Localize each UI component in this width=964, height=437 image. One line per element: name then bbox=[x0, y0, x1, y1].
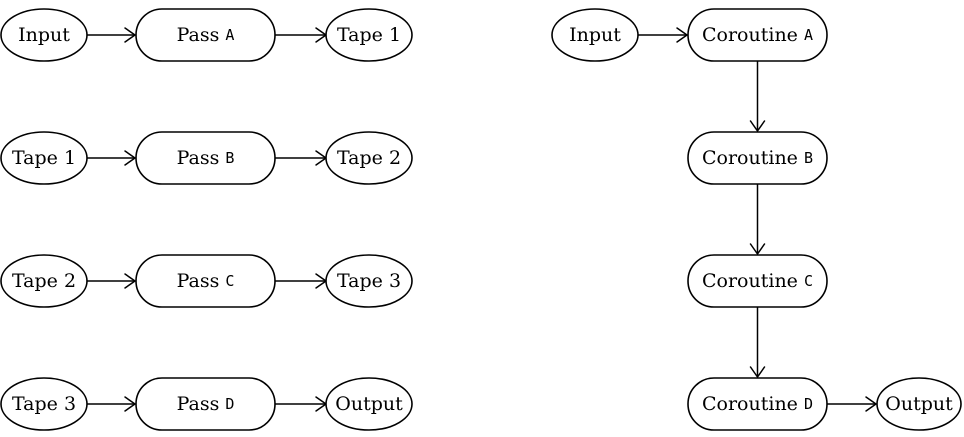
left-row-1-target-node bbox=[325, 8, 413, 62]
coroutine-d-label: Coroutine D bbox=[702, 393, 813, 415]
left-row-1: Input Pass A Tape 1 bbox=[0, 8, 413, 62]
pass-b-label: Pass B bbox=[177, 147, 235, 169]
left-row-4-target-node bbox=[325, 377, 413, 431]
left-row-4: Tape 3 Pass D Output bbox=[0, 377, 413, 431]
coroutine-b-label: Coroutine B bbox=[702, 147, 813, 169]
right-target-node bbox=[876, 377, 962, 431]
left-row-3-arrowhead-in bbox=[124, 273, 136, 289]
coroutine-c-label: Coroutine C bbox=[702, 270, 813, 292]
left-row-2: Tape 1 Pass B Tape 2 bbox=[0, 131, 413, 185]
left-row-1-target-label: Tape 1 bbox=[337, 24, 401, 46]
left-row-3-target-label: Tape 3 bbox=[337, 270, 401, 292]
left-row-3-source-label: Tape 2 bbox=[12, 270, 76, 292]
right-source-label: Input bbox=[569, 24, 621, 46]
left-row-4-target-label: Output bbox=[335, 393, 403, 415]
pass-d-label: Pass D bbox=[177, 393, 235, 415]
left-row-2-target-node bbox=[325, 131, 413, 185]
right-pipeline: Input Coroutine A Coroutine B Coroutine … bbox=[551, 8, 962, 431]
right-arrowhead-d-to-output bbox=[865, 396, 877, 412]
left-pipeline: Input Pass A Tape 1 Tape 1 Pass B Tape 2 bbox=[0, 8, 413, 431]
left-row-3: Tape 2 Pass C Tape 3 bbox=[0, 254, 413, 308]
left-row-3-target-node bbox=[325, 254, 413, 308]
left-row-2-source-label: Tape 1 bbox=[12, 147, 76, 169]
left-row-1-arrowhead-in bbox=[124, 27, 136, 43]
right-arrowhead-c-to-d bbox=[749, 366, 766, 378]
pass-c-label: Pass C bbox=[177, 270, 235, 292]
left-row-2-target-label: Tape 2 bbox=[337, 147, 401, 169]
right-target-label: Output bbox=[885, 393, 953, 415]
left-row-4-arrowhead-in bbox=[124, 396, 136, 412]
coroutine-a-label: Coroutine A bbox=[702, 24, 813, 46]
right-arrowhead-b-to-c bbox=[749, 243, 766, 255]
left-row-4-source-label: Tape 3 bbox=[12, 393, 76, 415]
right-arrowhead-a-to-b bbox=[749, 120, 766, 132]
left-row-1-source-label: Input bbox=[18, 24, 70, 46]
pass-a-label: Pass A bbox=[177, 24, 235, 46]
right-arrowhead-source-to-a bbox=[676, 27, 688, 43]
left-row-2-arrowhead-in bbox=[124, 150, 136, 166]
